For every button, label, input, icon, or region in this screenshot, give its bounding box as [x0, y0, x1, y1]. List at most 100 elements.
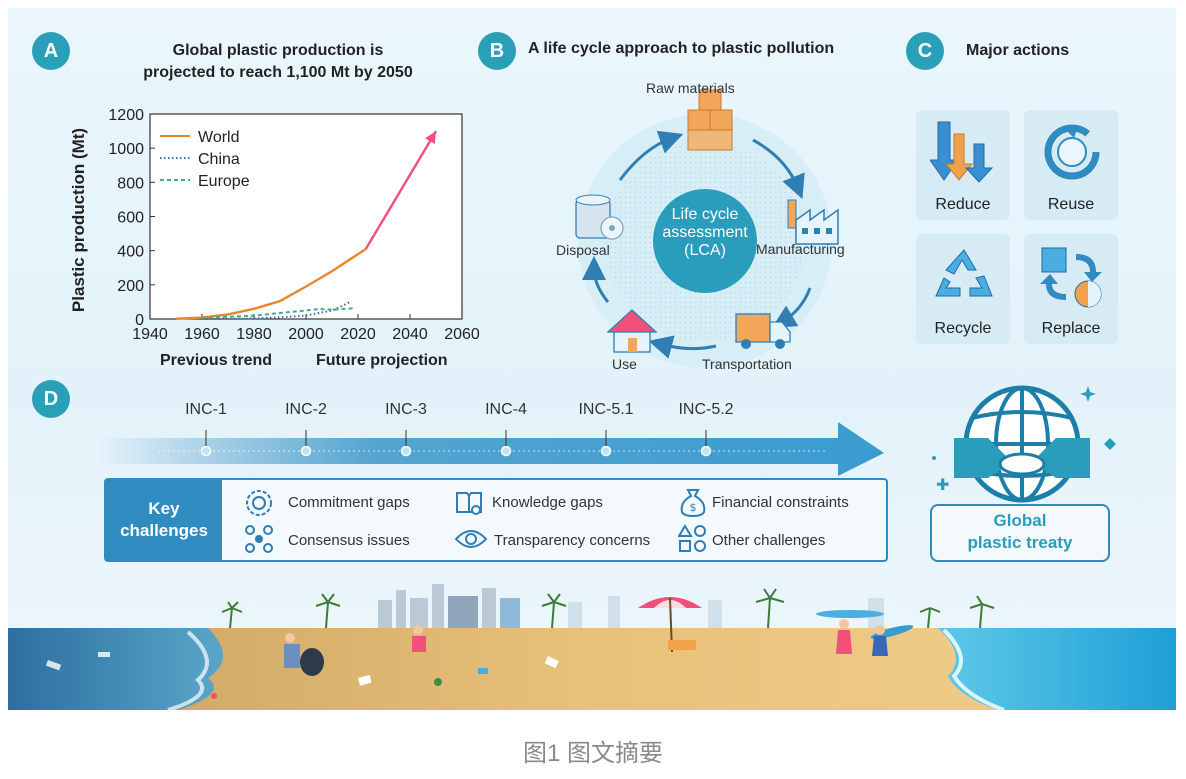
action-card-reduce: Reduce [916, 110, 1010, 220]
production-line-chart: 0 200 400 600 800 1000 1200 1940 1960 1980 2000 20… [69, 107, 480, 343]
series-line-world-projection [364, 130, 438, 250]
cycle-arrow-4 [582, 256, 610, 303]
challenge-commitment: Commitment gaps [288, 494, 410, 511]
stage-disposal: Disposal [556, 242, 610, 258]
boxes-icon [687, 89, 733, 151]
globe-handshake-icon: ✚ [932, 385, 1116, 503]
surfers [816, 610, 914, 656]
x-tick-label: 1940 [132, 326, 168, 343]
timeline-node [300, 445, 312, 457]
panel-c-badge: C [906, 32, 944, 70]
beach-umbrella [638, 597, 702, 653]
reuse-cycle-icon [1044, 124, 1100, 180]
lca-center-text: Life cycle assessment (LCA) [662, 206, 748, 259]
consensus-network-icon [245, 525, 273, 553]
future-projection-label: Future projection [316, 352, 448, 369]
x-tick-label: 2040 [392, 326, 428, 343]
y-tick-label: 800 [117, 175, 144, 192]
beach-scene [8, 584, 1176, 710]
legend-label: Europe [198, 173, 250, 190]
panel-b-badge: B [478, 32, 516, 70]
panel-c-title: Major actions [966, 42, 1070, 59]
replace-shapes-icon [1040, 247, 1102, 308]
timeline-node [700, 445, 712, 457]
legend-label: World [198, 129, 240, 146]
action-card-reuse: Reuse [1024, 110, 1118, 220]
svg-text:✚: ✚ [936, 475, 949, 494]
challenge-transparency: Transparency concerns [494, 532, 651, 549]
eye-icon [454, 530, 488, 548]
y-axis-label: Plastic production (Mt) [69, 128, 88, 312]
cycle-arrow-5 [618, 130, 684, 181]
action-label-reduce: Reduce [935, 196, 991, 213]
inc-label: INC-3 [385, 401, 427, 418]
x-tick-label: 1960 [184, 326, 220, 343]
shapes-icon [678, 524, 706, 552]
panel-d-badge: D [32, 380, 70, 418]
money-bag-icon: $ [680, 489, 706, 518]
truck-icon [735, 313, 791, 349]
key-challenges-box: Key challenges [104, 478, 888, 562]
x-tick-label: 2000 [288, 326, 324, 343]
timeline-node [500, 445, 512, 457]
y-tick-label: 600 [117, 210, 144, 227]
recycle-icon [935, 249, 993, 297]
series-line-china [201, 301, 351, 320]
figure-caption: 图1 图文摘要 [522, 740, 663, 767]
lca-center-circle [653, 189, 757, 293]
timeline-node [200, 445, 212, 457]
graphical-abstract: A Global plastic production is projected… [8, 8, 1176, 710]
timeline-node [400, 445, 412, 457]
x-tick-label: 1980 [236, 326, 272, 343]
previous-trend-label: Previous trend [160, 352, 273, 369]
global-plastic-treaty-box: Global plastic treaty [930, 504, 1110, 562]
panel-b-title: A life cycle approach to plastic polluti… [528, 40, 835, 57]
y-tick-label: 1200 [108, 107, 144, 124]
challenge-consensus: Consensus issues [288, 532, 410, 549]
legend-label: China [198, 151, 240, 168]
handshake-gear-icon [246, 490, 272, 516]
life-cycle-diagram [575, 89, 839, 368]
action-card-recycle: Recycle [916, 234, 1010, 344]
svg-text:$: $ [690, 501, 697, 514]
panel-a-badge: A [32, 32, 70, 70]
action-card-replace: Replace [1024, 234, 1118, 344]
stage-use: Use [612, 356, 637, 372]
factory-icon [787, 199, 839, 245]
book-search-icon [456, 492, 482, 515]
cycle-arrow-2 [771, 287, 812, 329]
palm-trees [221, 588, 995, 629]
stage-manufacturing: Manufacturing [756, 241, 845, 257]
inc-label: INC-5.1 [578, 401, 634, 418]
series-line-world [175, 247, 367, 320]
x-tick-label: 2020 [340, 326, 376, 343]
x-tick-label: 2060 [444, 326, 480, 343]
inc-label: INC-1 [185, 401, 227, 418]
stage-transportation: Transportation [702, 356, 792, 372]
challenge-other: Other challenges [712, 532, 826, 549]
panel-a-title: Global plastic production is projected t… [143, 42, 413, 81]
trash-bin-icon [575, 194, 624, 240]
series-line-europe [201, 307, 353, 320]
house-icon [606, 309, 658, 353]
y-tick-label: 200 [117, 278, 144, 295]
y-tick-label: 1000 [108, 141, 144, 158]
inc-label: INC-5.2 [678, 401, 734, 418]
y-tick-label: 0 [135, 312, 144, 329]
projection-arrowhead [425, 131, 436, 145]
y-tick-label: 400 [117, 244, 144, 261]
down-arrows-icon [930, 121, 994, 183]
timeline-node [600, 445, 612, 457]
inc-timeline-arrow [98, 422, 884, 476]
plastic-litter [45, 652, 559, 699]
action-label-recycle: Recycle [934, 320, 992, 337]
action-label-replace: Replace [1041, 320, 1101, 337]
cycle-arrow-1 [752, 138, 805, 200]
people-cleaning [284, 625, 426, 676]
inc-label: INC-4 [485, 401, 527, 418]
city-skyline [378, 584, 884, 628]
key-challenges-label: Key challenges [106, 480, 222, 560]
plot-frame [149, 113, 463, 320]
challenge-knowledge: Knowledge gaps [492, 494, 603, 511]
stage-raw-materials: Raw materials [646, 80, 735, 96]
